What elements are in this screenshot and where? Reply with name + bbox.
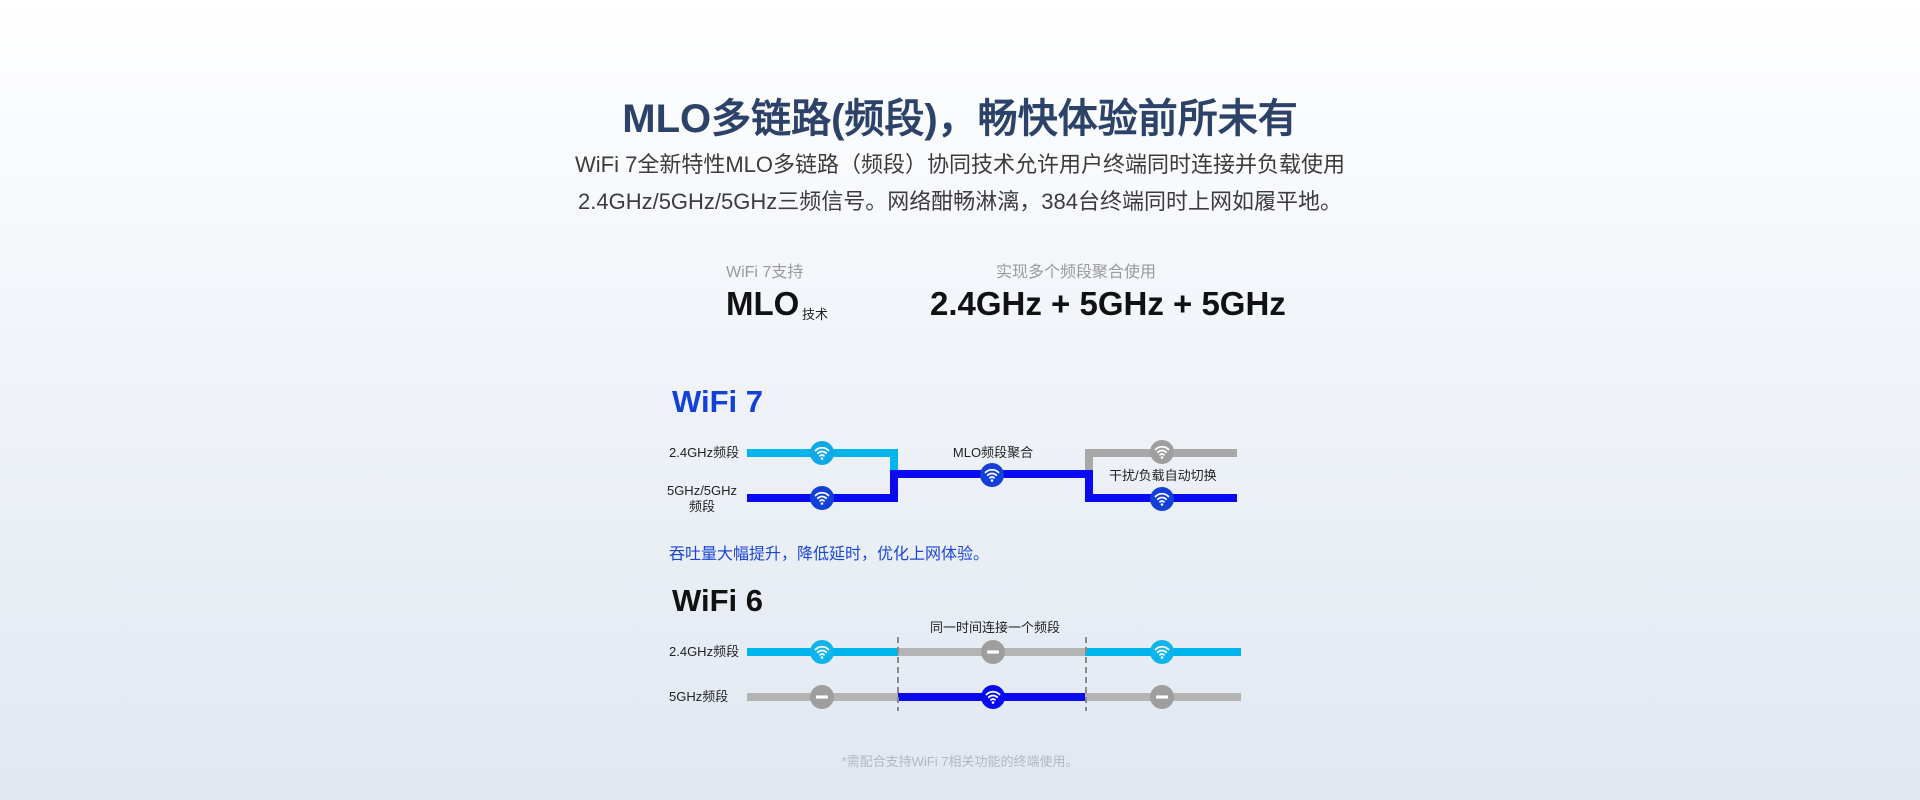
wifi-icon <box>1150 640 1174 664</box>
wifi-icon <box>810 640 834 664</box>
wifi6-5-label: 5GHz频段 <box>669 689 729 704</box>
wifi7-benefit-note: 吞吐量大幅提升，降低延时，优化上网体验。 <box>669 546 990 563</box>
wifi-icon <box>1150 440 1174 464</box>
wifi7-5-label-2: 频段 <box>688 499 716 514</box>
minus-icon <box>981 640 1005 664</box>
wifi-icon <box>810 486 834 510</box>
page-title: MLO多链路(频段)，畅快体验前所未有 <box>622 97 1298 141</box>
footnote: *需配合支持WiFi 7相关功能的终端使用。 <box>841 754 1079 769</box>
wifi-icon <box>1150 487 1174 511</box>
mlo-suffix: 技术 <box>802 307 829 322</box>
mlo-caption: WiFi 7支持 <box>726 264 804 281</box>
bands-caption: 实现多个频段聚合使用 <box>996 264 1157 281</box>
wifi6-24-label: 2.4GHz频段 <box>669 644 740 659</box>
mlo-value: MLO <box>726 285 800 322</box>
minus-icon <box>1150 685 1174 709</box>
wifi-icon <box>981 685 1005 709</box>
wifi7-5-label-1: 5GHz/5GHz <box>666 483 738 498</box>
wifi6-title: WiFi 6 <box>672 583 764 618</box>
single-band-label: 同一时间连接一个频段 <box>929 620 1061 635</box>
minus-icon <box>810 685 834 709</box>
switch-label: 干扰/负载自动切换 <box>1109 468 1217 483</box>
bands-value: 2.4GHz + 5GHz + 5GHz <box>930 285 1286 322</box>
wifi-icon <box>810 441 834 465</box>
wifi7-title: WiFi 7 <box>672 384 764 419</box>
subtitle-line-1: WiFi 7全新特性MLO多链路（频段）协同技术允许用户终端同时连接并负载使用 <box>574 152 1346 177</box>
wifi7-gray-line <box>1085 449 1237 474</box>
wifi7-24-label: 2.4GHz频段 <box>669 445 740 460</box>
aggregate-label: MLO频段聚合 <box>952 445 1034 460</box>
wifi7-24ghz-line <box>747 449 898 474</box>
wifi-icon <box>980 463 1004 487</box>
subtitle-line-2: 2.4GHz/5GHz/5GHz三频信号。网络酣畅淋漓，384台终端同时上网如履… <box>578 189 1342 214</box>
